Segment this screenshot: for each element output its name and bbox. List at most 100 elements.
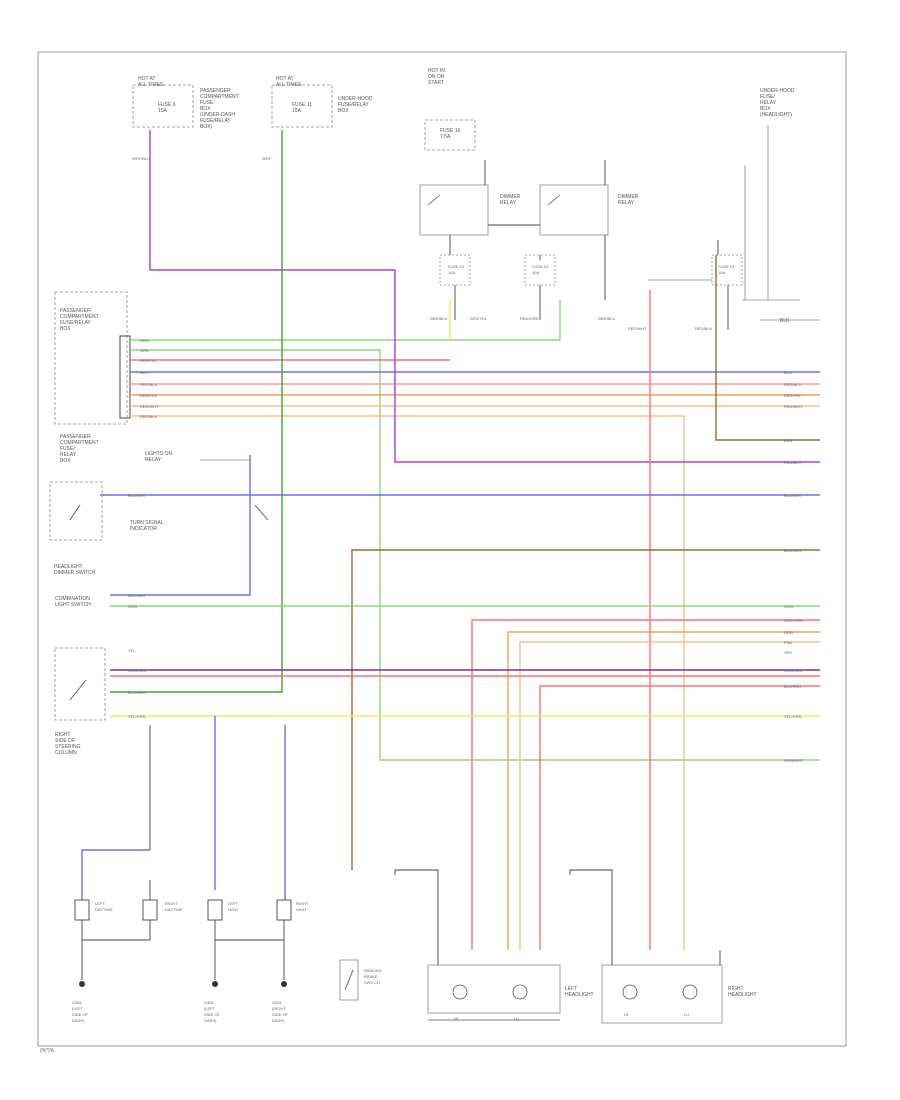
svg-text:ORG: ORG	[784, 630, 793, 635]
ground-symbols: G301 (LEFT SIDE OF DASH) G302 (LEFT SIDE…	[72, 981, 289, 1023]
svg-text:SWITCH: SWITCH	[364, 980, 380, 985]
svg-text:BOX: BOX	[760, 106, 771, 112]
svg-text:FUSE 14: FUSE 14	[532, 264, 549, 269]
svg-text:LEFT: LEFT	[95, 901, 105, 906]
svg-text:YEL: YEL	[128, 648, 136, 653]
svg-text:INDICATOR: INDICATOR	[130, 526, 157, 532]
svg-text:RELAY: RELAY	[618, 200, 635, 206]
relay-connectors	[449, 160, 729, 330]
lower-lights	[74, 725, 292, 980]
svg-text:HOT IN: HOT IN	[428, 68, 445, 74]
svg-text:DASH): DASH)	[204, 1018, 217, 1023]
dimmer-relay-right: DIMMER RELAY	[539, 184, 639, 236]
svg-text:RIGHT: RIGHT	[296, 901, 309, 906]
svg-text:UNDER-HOOD: UNDER-HOOD	[338, 96, 373, 102]
svg-text:RED/BLU: RED/BLU	[784, 382, 801, 387]
svg-text:DIMMER: DIMMER	[500, 194, 521, 200]
svg-text:7.5A: 7.5A	[440, 134, 451, 140]
svg-text:PASSENGER: PASSENGER	[60, 434, 91, 440]
svg-text:10A: 10A	[718, 270, 725, 275]
svg-text:RED/BLU: RED/BLU	[598, 316, 615, 321]
svg-text:LO: LO	[514, 1016, 519, 1021]
svg-text:(RIGHT: (RIGHT	[272, 1006, 286, 1011]
svg-text:GRN: GRN	[784, 604, 793, 609]
svg-text:RED/YEL: RED/YEL	[140, 358, 158, 363]
svg-text:BOX: BOX	[200, 106, 211, 112]
svg-text:LIGHT SWITCH: LIGHT SWITCH	[55, 602, 91, 608]
svg-text:ON OR: ON OR	[428, 74, 445, 80]
svg-text:DASH): DASH)	[272, 1018, 285, 1023]
svg-text:LEFT: LEFT	[228, 901, 238, 906]
svg-text:PARKING: PARKING	[364, 968, 382, 973]
svg-text:START: START	[428, 80, 444, 86]
svg-text:GRN: GRN	[140, 338, 149, 343]
svg-text:ALL TIMES: ALL TIMES	[276, 82, 302, 88]
wire-red-4	[539, 685, 820, 950]
svg-text:SIDE OF: SIDE OF	[272, 1012, 289, 1017]
svg-text:RED/WHT: RED/WHT	[140, 404, 159, 409]
svg-text:G401: G401	[272, 1000, 283, 1005]
fuse-box-underhood: HOT AT ALL TIMES FUSE 11 15A UNDER-HOOD …	[271, 76, 373, 128]
svg-text:LEFT: LEFT	[565, 986, 577, 992]
wire-brown-1	[715, 255, 820, 441]
svg-text:COLUMN: COLUMN	[55, 750, 77, 756]
fuse-box-ignition: HOT IN ON OR START FUSE 16 7.5A	[424, 68, 476, 151]
right-side-desc: UNDER-HOOD FUSE/ RELAY BOX (HEADLIGHT)	[744, 88, 795, 300]
svg-text:COMBINATION: COMBINATION	[55, 596, 90, 602]
svg-text:BRN: BRN	[784, 438, 793, 443]
wire-blue-lower-2	[81, 849, 150, 900]
svg-text:ALL TIMES: ALL TIMES	[138, 82, 164, 88]
svg-text:10A: 10A	[532, 270, 539, 275]
svg-text:WHT/BLU: WHT/BLU	[132, 156, 150, 161]
svg-text:YEL/GRN: YEL/GRN	[128, 714, 146, 719]
svg-text:HOT AT: HOT AT	[276, 76, 294, 82]
svg-text:TURN SIGNAL: TURN SIGNAL	[130, 520, 164, 526]
svg-text:FUSE 6: FUSE 6	[158, 102, 176, 108]
svg-text:HEADLIGHT: HEADLIGHT	[54, 564, 83, 570]
svg-text:GRY: GRY	[784, 650, 793, 655]
wire-green-2	[130, 349, 820, 761]
svg-text:FUSE/: FUSE/	[760, 94, 775, 100]
svg-text:RED/BLK: RED/BLK	[140, 414, 157, 419]
svg-text:PASSENGER: PASSENGER	[200, 88, 231, 94]
wire-peach-2	[519, 641, 820, 950]
svg-text:HI: HI	[454, 1016, 458, 1021]
svg-text:HIGH: HIGH	[296, 907, 306, 912]
svg-text:LO: LO	[684, 1012, 689, 1017]
svg-text:BLK/RED: BLK/RED	[784, 684, 801, 689]
svg-text:GRN/RED: GRN/RED	[128, 668, 147, 673]
svg-text:RELAY: RELAY	[145, 457, 162, 463]
svg-text:(LEFT: (LEFT	[72, 1006, 84, 1011]
wire-green-main	[110, 130, 283, 693]
svg-text:15A: 15A	[292, 108, 302, 114]
svg-text:BLU: BLU	[784, 370, 792, 375]
svg-text:RED/BLU: RED/BLU	[140, 382, 157, 387]
svg-text:10A: 10A	[158, 108, 168, 114]
svg-text:BLU/WHT: BLU/WHT	[128, 593, 147, 598]
svg-text:BLU/WHT: BLU/WHT	[784, 493, 803, 498]
svg-text:HOT AT: HOT AT	[138, 76, 156, 82]
svg-text:FUSE/: FUSE/	[60, 446, 75, 452]
wire-orange-2	[507, 631, 820, 950]
combination-switch: COMBINATION LIGHT SWITCH RIGHT SIDE OF S…	[54, 596, 106, 756]
svg-text:SIDE OF: SIDE OF	[204, 1012, 221, 1017]
right-headlight: HI LO RIGHT HEADLIGHT	[569, 869, 757, 1024]
svg-text:RED/GRN: RED/GRN	[520, 316, 539, 321]
svg-text:COMPARTMENT: COMPARTMENT	[60, 314, 99, 320]
svg-text:BRAKE: BRAKE	[364, 974, 378, 979]
left-headlight: HI LO LEFT HEADLIGHT	[394, 869, 594, 1021]
svg-text:BLU/WHT: BLU/WHT	[128, 690, 147, 695]
svg-text:G302: G302	[204, 1000, 215, 1005]
svg-text:BLU/WHT: BLU/WHT	[128, 493, 147, 498]
wire-tan-1	[130, 415, 685, 950]
wire-bus	[81, 130, 820, 950]
svg-text:G301: G301	[72, 1000, 83, 1005]
svg-text:FUSE/RELAY: FUSE/RELAY	[338, 102, 369, 108]
svg-text:DIMMER SWITCH: DIMMER SWITCH	[54, 570, 96, 576]
lower-light-labels: LEFT DAYTIME RIGHT DAYTIME LEFT HIGH RIG…	[95, 901, 309, 912]
svg-text:GRN/RED: GRN/RED	[784, 668, 803, 673]
svg-text:COMPARTMENT: COMPARTMENT	[60, 440, 99, 446]
svg-text:FUSE/RELAY: FUSE/RELAY	[60, 320, 91, 326]
svg-text:STEERING: STEERING	[55, 744, 81, 750]
svg-text:BOX: BOX	[338, 108, 349, 114]
